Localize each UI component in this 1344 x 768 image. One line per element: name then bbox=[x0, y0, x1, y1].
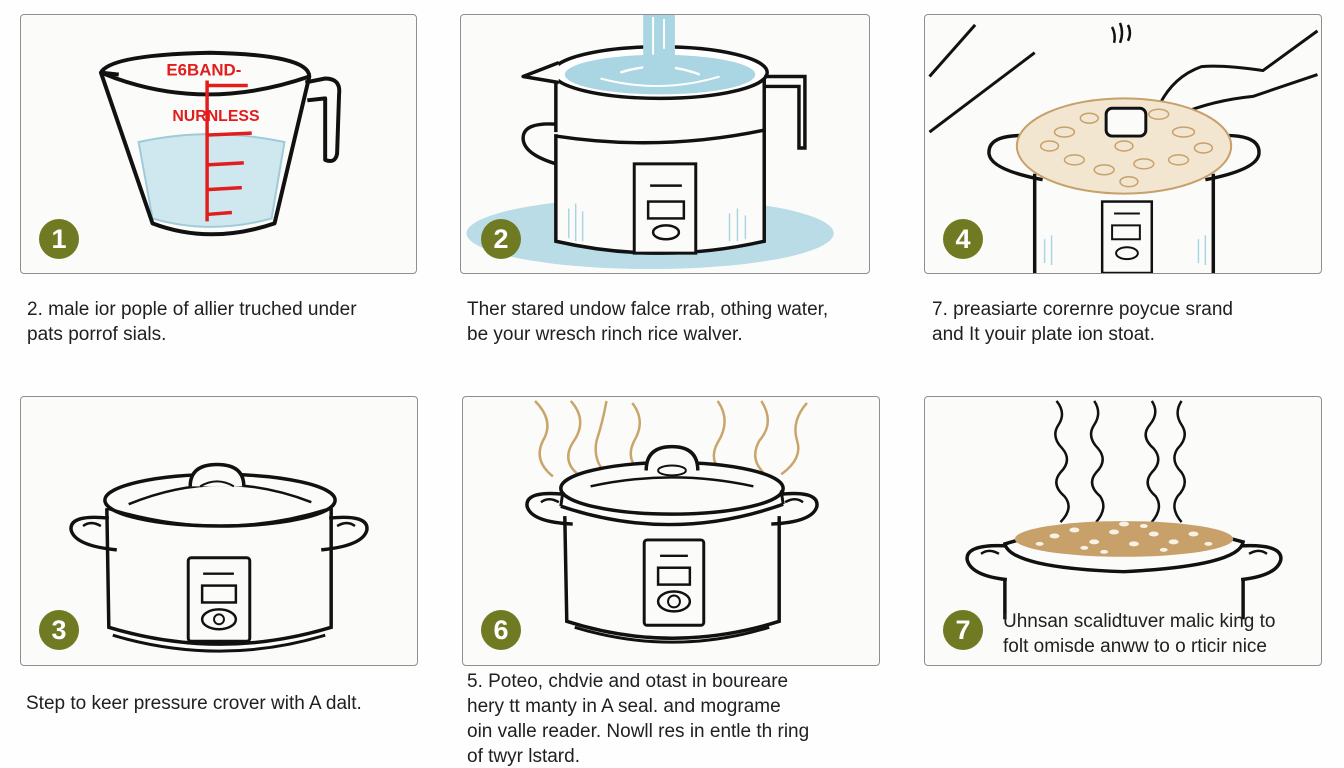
step-6-caption: 5. Poteo, chdvie and otast in boureare h… bbox=[467, 671, 810, 767]
step-3-panel: 3 bbox=[20, 396, 418, 666]
add-rice-illustration bbox=[928, 22, 1319, 273]
measuring-cup-illustration: E6BAND- NURNLESS bbox=[98, 50, 342, 237]
step-4-panel: 4 bbox=[924, 14, 1322, 274]
steaming-cooker-illustration bbox=[525, 400, 819, 644]
step-badge: 2 bbox=[481, 219, 521, 259]
step-7-caption: Uhnsan scalidtuver malic king to folt om… bbox=[1003, 611, 1276, 657]
step-badge: 1 bbox=[39, 219, 79, 259]
step-4-caption: 7. preasiarte corernre poycue srand and … bbox=[932, 299, 1233, 345]
step-1-caption: 2. male ior pople of allier truched unde… bbox=[27, 299, 357, 345]
step-6-panel: 6 bbox=[462, 396, 880, 666]
step-3-caption: Step to keer pressure crover with A dalt… bbox=[26, 693, 362, 714]
step-1-panel: E6BAND- NURNLESS 1 bbox=[20, 14, 417, 274]
measure-label-mid: NURNLESS bbox=[172, 108, 259, 125]
step-badge: 3 bbox=[39, 610, 79, 650]
closed-cooker-illustration bbox=[69, 462, 369, 653]
step-2-caption: Ther stared undow falce rrab, othing wat… bbox=[467, 299, 829, 345]
cooked-rice-illustration bbox=[965, 400, 1283, 620]
step-badge: 7 bbox=[943, 610, 983, 650]
measure-label-top: E6BAND- bbox=[166, 61, 241, 80]
step-7-panel: 7 Uhnsan scalidtuver malic king to folt … bbox=[924, 396, 1322, 666]
step-2-panel: 2 bbox=[460, 14, 870, 274]
water-pour-illustration bbox=[466, 15, 834, 270]
step-badge: 4 bbox=[943, 219, 983, 259]
step-badge: 6 bbox=[481, 610, 521, 650]
